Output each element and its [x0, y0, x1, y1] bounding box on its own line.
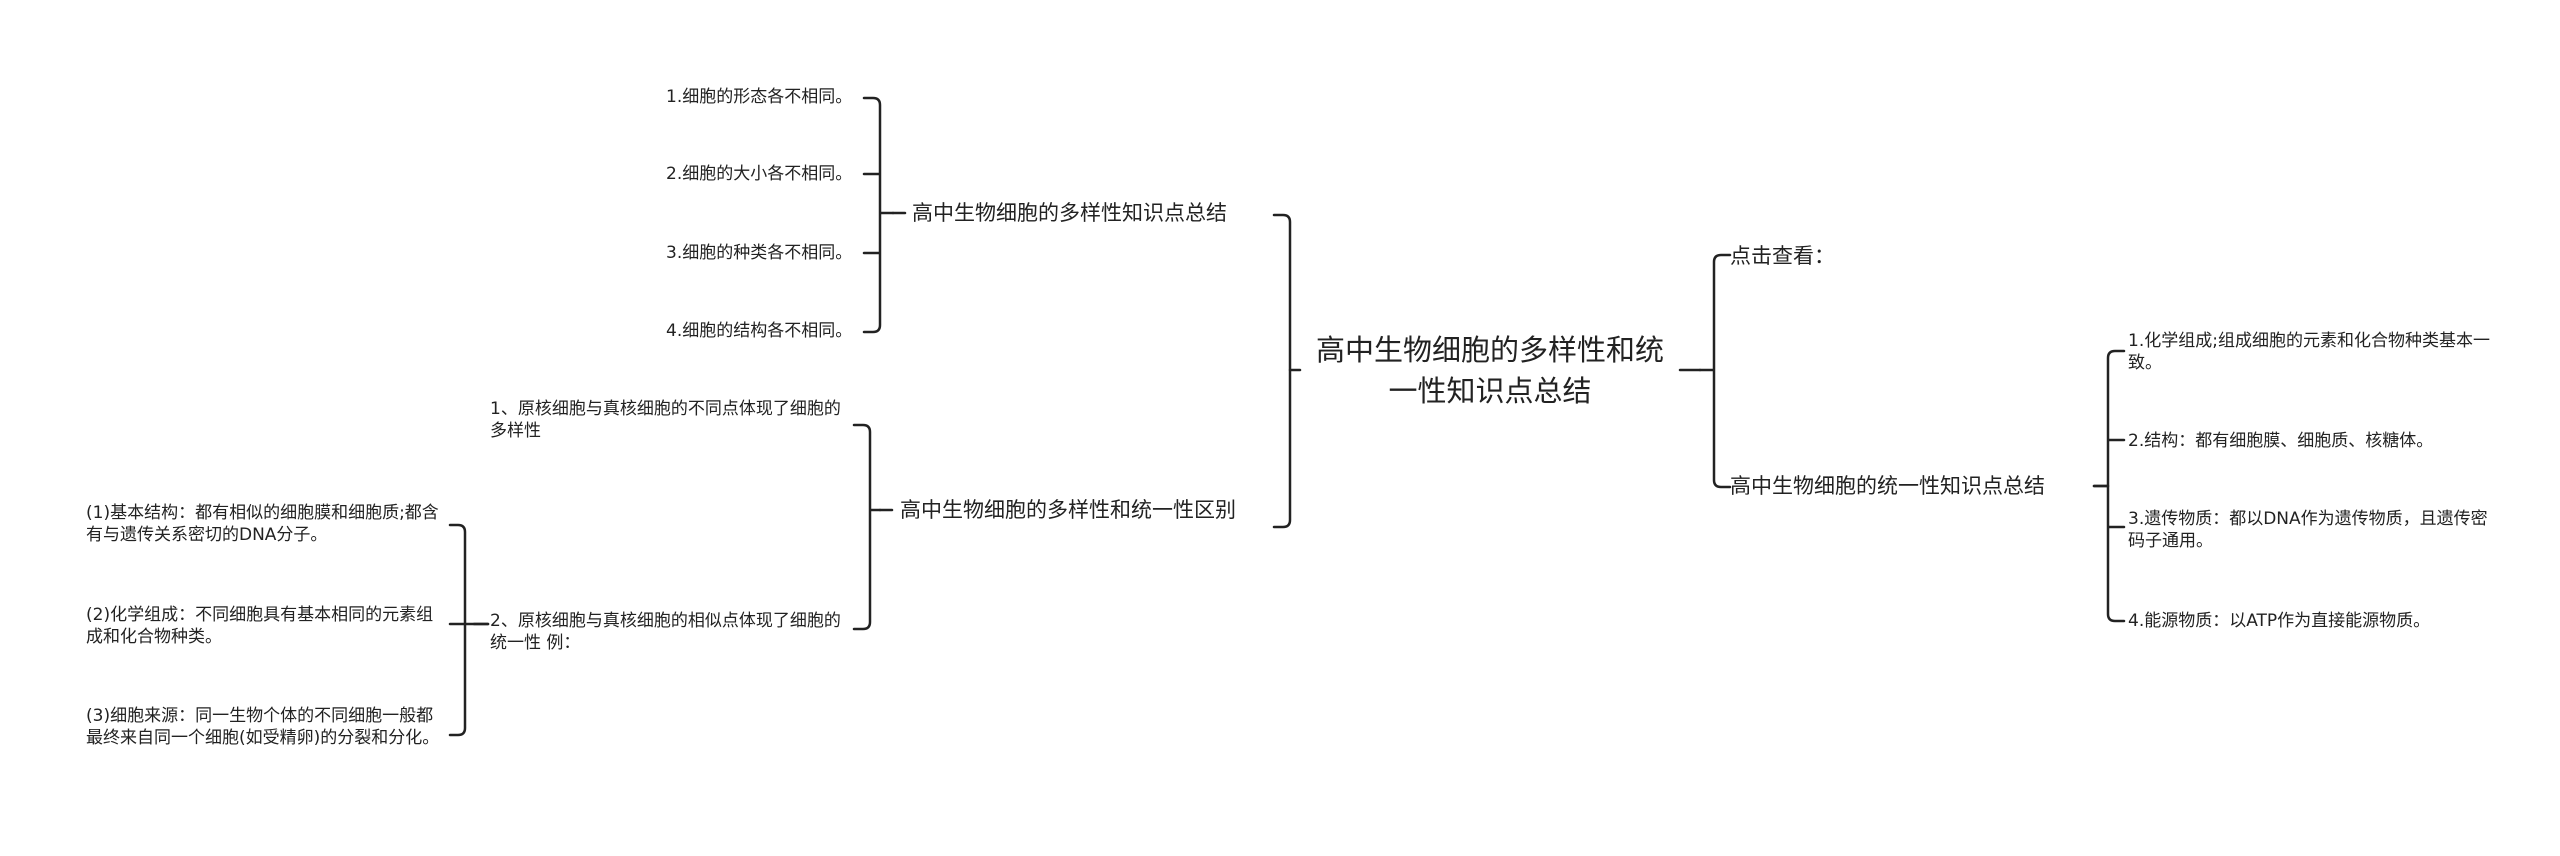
subitem-composition[interactable]: (2)化学组成：不同细胞具有基本相同的元素组成和化合物种类。: [86, 605, 434, 648]
brace-subitems: [448, 523, 490, 737]
node-difference[interactable]: 高中生物细胞的多样性和统一性区别: [900, 498, 1236, 522]
unity-item-4[interactable]: 4.能源物质：以ATP作为直接能源物质。: [2128, 611, 2431, 631]
diversity-item-3[interactable]: 3.细胞的种类各不相同。: [666, 243, 853, 263]
unity-item-2[interactable]: 2.结构：都有细胞膜、细胞质、核糖体。: [2128, 431, 2434, 451]
brace-root-right: [1698, 253, 1732, 489]
root-node[interactable]: 高中生物细胞的多样性和统一性知识点总结: [1315, 333, 1664, 408]
node-diversity[interactable]: 高中生物细胞的多样性知识点总结: [912, 201, 1227, 225]
unity-item-1[interactable]: 1.化学组成;组成细胞的元素和化合物种类基本一致。: [2128, 331, 2490, 374]
diversity-item-2[interactable]: 2.细胞的大小各不相同。: [666, 164, 853, 184]
unity-item-3[interactable]: 3.遗传物质：都以DNA作为遗传物质，且遗传密码子通用。: [2128, 509, 2488, 552]
diversity-item-1[interactable]: 1.细胞的形态各不相同。: [666, 87, 853, 107]
subitem-origin[interactable]: (3)细胞来源：同一生物个体的不同细胞一般都最终来自同一个细胞(如受精卵)的分裂…: [86, 706, 440, 749]
brace-diversity: [862, 96, 895, 334]
subitem-structure[interactable]: (1)基本结构：都有相似的细胞膜和细胞质;都含有与遗传关系密切的DNA分子。: [86, 503, 439, 546]
brace-unity: [2092, 349, 2126, 623]
difference-item-2[interactable]: 2、原核细胞与真核细胞的相似点体现了细胞的统一性 例：: [490, 611, 841, 654]
diversity-item-4[interactable]: 4.细胞的结构各不相同。: [666, 321, 853, 341]
node-unity[interactable]: 高中生物细胞的统一性知识点总结: [1730, 474, 2045, 498]
node-view[interactable]: 点击查看：: [1730, 244, 1835, 268]
difference-item-1[interactable]: 1、原核细胞与真核细胞的不同点体现了细胞的多样性: [490, 399, 841, 442]
brace-root-left: [1272, 213, 1292, 529]
brace-difference: [852, 423, 882, 631]
